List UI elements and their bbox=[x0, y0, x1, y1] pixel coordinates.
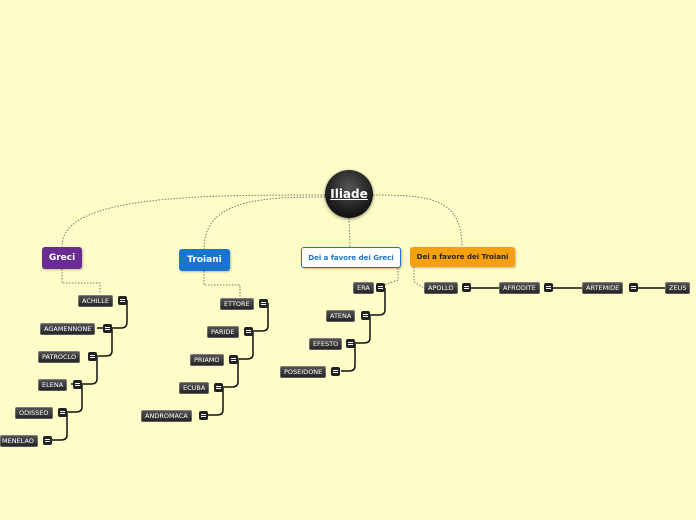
collapse-toggle-icon[interactable] bbox=[199, 411, 208, 420]
link-troiani-down bbox=[203, 271, 241, 297]
link-dei-greci-down bbox=[383, 268, 399, 286]
collapse-toggle-icon[interactable] bbox=[229, 355, 238, 364]
subtopic-achille[interactable]: ACHILLE bbox=[78, 295, 114, 307]
link-dei-troiani-down bbox=[413, 267, 425, 289]
subtopic-era[interactable]: ERA bbox=[353, 282, 374, 294]
subtopic-paride[interactable]: PARIDE bbox=[207, 326, 239, 338]
link-central-troiani bbox=[203, 196, 326, 250]
link-central-greci bbox=[61, 194, 326, 248]
collapse-toggle-icon[interactable] bbox=[214, 383, 223, 392]
collapse-toggle-icon[interactable] bbox=[103, 324, 112, 333]
subtopic-apollo[interactable]: APOLLO bbox=[424, 282, 458, 294]
subtopic-andromaca[interactable]: ANDROMACA bbox=[141, 410, 192, 422]
link-central-dei-greci bbox=[348, 217, 351, 248]
collapse-toggle-icon[interactable] bbox=[43, 436, 52, 445]
subtopic-odisseo[interactable]: ODISSEO bbox=[15, 407, 53, 419]
subtopic-atena[interactable]: ATENA bbox=[326, 310, 356, 322]
subtopic-elena[interactable]: ELENA bbox=[38, 379, 68, 391]
subtopic-agamennone[interactable]: AGAMENNONE bbox=[40, 323, 96, 335]
collapse-toggle-icon[interactable] bbox=[58, 408, 67, 417]
collapse-toggle-icon[interactable] bbox=[376, 283, 385, 292]
topic-dei-troiani[interactable]: Dei a favore dei Troiani bbox=[410, 247, 515, 267]
collapse-toggle-icon[interactable] bbox=[462, 283, 471, 292]
collapse-toggle-icon[interactable] bbox=[118, 296, 127, 305]
subtopic-menelao[interactable]: MENELAO bbox=[0, 435, 38, 447]
subtopic-poseidone[interactable]: POSEIDONE bbox=[280, 366, 327, 378]
subtopic-efesto[interactable]: EFESTO bbox=[309, 338, 343, 350]
topic-dei-greci[interactable]: Dei a favore dei Greci bbox=[301, 247, 401, 268]
subtopic-ecuba[interactable]: ECUBA bbox=[179, 382, 210, 394]
collapse-toggle-icon[interactable] bbox=[244, 327, 253, 336]
subtopic-artemide[interactable]: ARTEMIDE bbox=[582, 282, 624, 294]
subtopic-zeus[interactable]: ZEUS bbox=[665, 282, 691, 294]
subtopic-patroclo[interactable]: PATROCLO bbox=[38, 351, 81, 363]
chain-dei-greci bbox=[341, 288, 386, 372]
chain-troiani bbox=[207, 303, 269, 416]
collapse-toggle-icon[interactable] bbox=[331, 367, 340, 376]
collapse-toggle-icon[interactable] bbox=[346, 339, 355, 348]
topic-troiani[interactable]: Troiani bbox=[179, 249, 230, 271]
topic-greci[interactable]: Greci bbox=[42, 247, 82, 269]
central-topic-label: Iliade bbox=[330, 187, 368, 201]
central-topic[interactable]: Iliade bbox=[325, 170, 373, 218]
link-central-dei-troiani bbox=[372, 194, 463, 248]
chain-greci bbox=[51, 300, 128, 441]
collapse-toggle-icon[interactable] bbox=[544, 283, 553, 292]
link-greci-down bbox=[61, 269, 101, 294]
collapse-toggle-icon[interactable] bbox=[88, 352, 97, 361]
subtopic-afrodite[interactable]: AFRODITE bbox=[499, 282, 540, 294]
collapse-toggle-icon[interactable] bbox=[259, 299, 268, 308]
collapse-toggle-icon[interactable] bbox=[73, 380, 82, 389]
subtopic-ettore[interactable]: ETTORE bbox=[220, 298, 254, 310]
collapse-toggle-icon[interactable] bbox=[629, 283, 638, 292]
subtopic-priamo[interactable]: PRIAMO bbox=[190, 354, 224, 366]
collapse-toggle-icon[interactable] bbox=[361, 311, 370, 320]
